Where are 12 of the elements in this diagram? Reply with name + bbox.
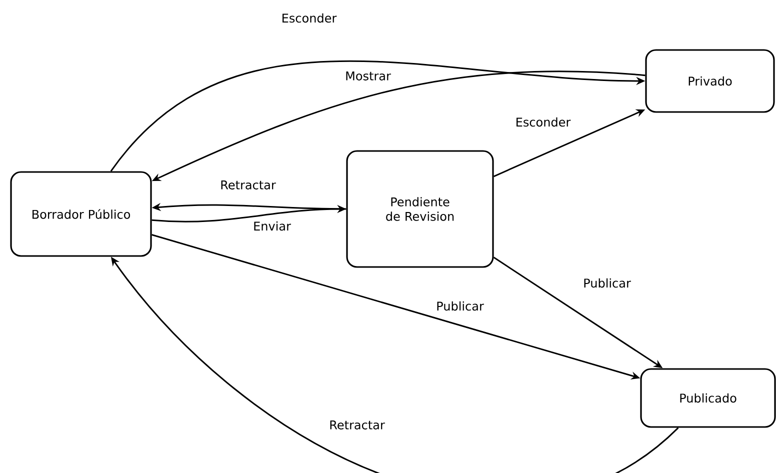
- edge-label: Publicar: [434, 300, 486, 312]
- edge-label: Mostrar: [344, 70, 392, 82]
- edge-label: Esconder: [280, 12, 338, 24]
- state-box: Borrador Público: [10, 171, 152, 257]
- edge-label: Retractar: [218, 179, 278, 191]
- edge-label: Publicar: [582, 276, 632, 290]
- edge-label: Esconder: [514, 116, 572, 128]
- state-box: Pendiente de Revision: [346, 150, 494, 268]
- state-box: Privado: [645, 49, 775, 113]
- edge-label: Enviar: [252, 220, 292, 232]
- state-box: Publicado: [640, 368, 776, 428]
- edge-label: Retractar: [328, 419, 386, 431]
